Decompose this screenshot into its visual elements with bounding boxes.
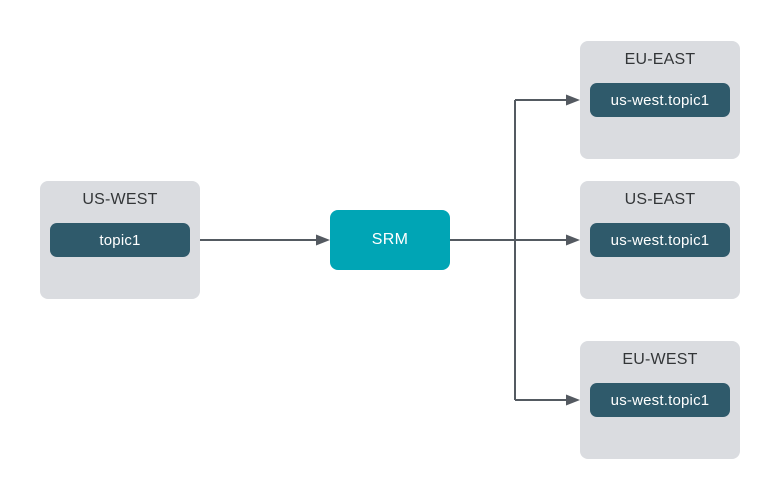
topic-pill-source: topic1: [50, 223, 190, 257]
cluster-us-west: US-WEST topic1: [40, 181, 200, 299]
cluster-eu-west: EU-WEST us-west.topic1: [580, 341, 740, 459]
arrowhead-to-us-east-icon: [566, 234, 580, 246]
cluster-eu-east: EU-EAST us-west.topic1: [580, 41, 740, 159]
topic-pill-eu-east: us-west.topic1: [590, 83, 730, 117]
arrowhead-to-srm-icon: [316, 234, 330, 246]
cluster-us-east: US-EAST us-west.topic1: [580, 181, 740, 299]
arrowhead-to-eu-east-icon: [566, 94, 580, 106]
cluster-title: EU-WEST: [622, 351, 698, 368]
cluster-title: EU-EAST: [624, 51, 696, 68]
cluster-title: US-EAST: [624, 191, 696, 208]
topic-pill-eu-west: us-west.topic1: [590, 383, 730, 417]
srm-node: SRM: [330, 210, 450, 270]
topic-pill-us-east: us-west.topic1: [590, 223, 730, 257]
cluster-title: US-WEST: [82, 191, 158, 208]
arrowhead-to-eu-west-icon: [566, 394, 580, 406]
